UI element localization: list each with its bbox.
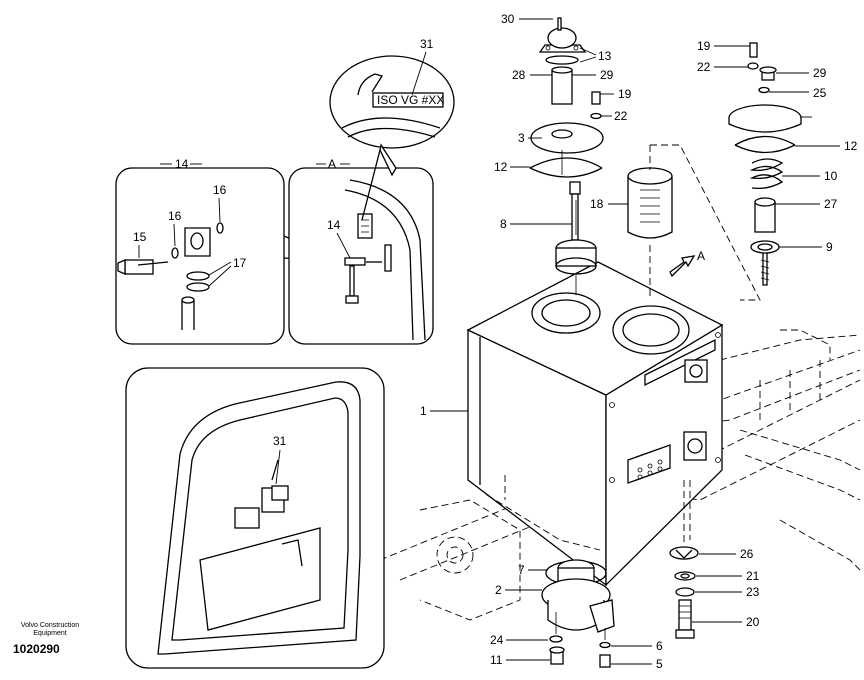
suction-pipe	[541, 559, 615, 668]
decal-detail: ISO VG #XX	[329, 55, 455, 221]
callout-17: 17	[233, 256, 247, 270]
callout-25: 25	[813, 86, 827, 100]
diagram-code: 1020290	[13, 642, 60, 656]
return-filter-stack	[529, 17, 604, 295]
callout-2: 2	[495, 583, 502, 597]
view-label-a: A	[697, 249, 705, 263]
callout-22b: 22	[697, 60, 711, 74]
brand-caption: Volvo Construction Equipment	[20, 622, 80, 637]
callout-16b: 16	[168, 209, 182, 223]
callout-3: 3	[518, 131, 525, 145]
decal-label: ISO VG #XX	[377, 93, 444, 107]
callout-1: 1	[420, 404, 427, 418]
callout-31b: 31	[273, 434, 287, 448]
callout-14b: 14	[327, 218, 341, 232]
callout-12a: 12	[494, 160, 508, 174]
view-label-a2: A	[328, 157, 336, 171]
callout-23: 23	[746, 585, 760, 599]
callout-31a: 31	[420, 37, 434, 51]
callout-5: 5	[656, 657, 663, 671]
callout-10: 10	[824, 169, 838, 183]
callout-19a: 19	[618, 87, 632, 101]
callout-15: 15	[133, 230, 147, 244]
breather-stack	[728, 42, 802, 286]
callout-28: 28	[512, 68, 526, 82]
callout-27: 27	[824, 197, 838, 211]
callout-29b: 29	[813, 66, 827, 80]
callout-6: 6	[656, 639, 663, 653]
detail-a-box	[288, 167, 434, 345]
cab-door-detail	[125, 367, 385, 669]
callout-14a: 14	[175, 157, 189, 171]
mounting-hardware	[669, 480, 699, 639]
callout-9: 9	[826, 240, 833, 254]
hydraulic-tank	[466, 261, 724, 587]
callout-18: 18	[590, 197, 604, 211]
callout-20: 20	[746, 615, 760, 629]
callout-8: 8	[500, 217, 507, 231]
callout-22a: 22	[614, 109, 628, 123]
callout-21: 21	[746, 569, 760, 583]
view-arrow-a	[669, 255, 696, 278]
callout-13: 13	[598, 49, 612, 63]
callout-26: 26	[740, 547, 754, 561]
callout-19b: 19	[697, 39, 711, 53]
callout-12b: 12	[844, 139, 858, 153]
callout-29a: 29	[600, 68, 614, 82]
callout-24: 24	[490, 633, 504, 647]
filter-element	[627, 144, 761, 301]
callout-labels: 30 13 28 29 19 22 3 12 8 18 19 22 29 25 …	[133, 12, 858, 671]
callout-30: 30	[501, 12, 515, 26]
callout-7: 7	[518, 563, 525, 577]
callout-16a: 16	[213, 183, 227, 197]
callout-11: 11	[490, 653, 503, 667]
